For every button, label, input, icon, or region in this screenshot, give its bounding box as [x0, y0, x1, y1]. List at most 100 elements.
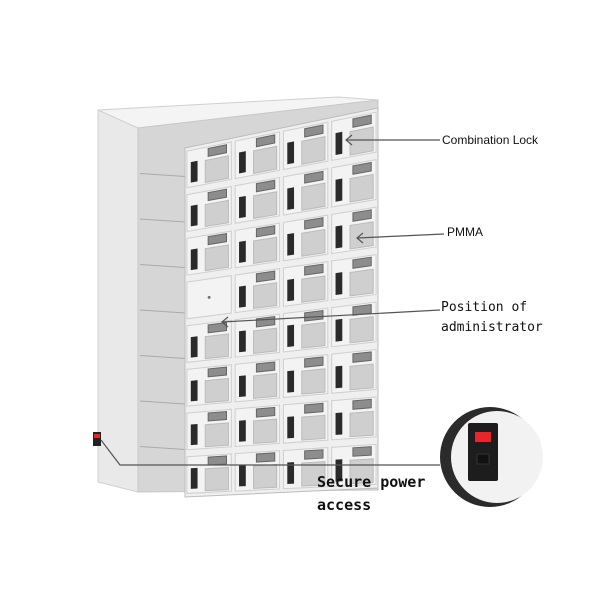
combination-lock-icon — [287, 233, 295, 256]
lock-display-icon — [255, 179, 276, 193]
combination-lock-icon — [287, 324, 295, 347]
cabinet-side-panel — [97, 109, 139, 493]
admin-keyhole-icon — [207, 295, 211, 299]
pmma-window — [253, 145, 278, 175]
lock-display-icon — [255, 225, 276, 238]
lock-display-icon — [255, 270, 276, 283]
combination-lock-icon — [190, 424, 198, 446]
pmma-window — [253, 282, 278, 309]
combination-lock-icon — [287, 462, 295, 485]
pmma-window — [301, 461, 326, 487]
combination-lock-icon — [239, 195, 246, 219]
shelf — [139, 446, 186, 450]
pmma-window — [204, 155, 229, 184]
lock-display-icon — [207, 188, 227, 202]
lock-display-icon — [352, 114, 372, 128]
lock-display-icon — [352, 398, 372, 410]
pmma-window — [301, 321, 326, 349]
pmma-window — [253, 191, 278, 219]
callout-combination-lock: Combination Lock — [442, 133, 539, 147]
combination-lock-icon — [239, 151, 246, 174]
lock-display-icon — [352, 161, 372, 175]
lock-display-icon — [304, 309, 324, 322]
lock-display-icon — [352, 209, 372, 222]
combination-lock-icon — [287, 278, 295, 302]
pmma-window — [204, 466, 229, 492]
combination-lock-icon — [190, 160, 198, 183]
pmma-window — [253, 418, 278, 444]
shelf — [139, 264, 186, 268]
pmma-window — [349, 173, 374, 203]
lock-display-icon — [207, 144, 227, 158]
callout-line-pmma — [356, 233, 445, 239]
combination-lock-icon — [239, 285, 246, 308]
pmma-window — [301, 275, 326, 303]
combination-lock-icon — [287, 187, 295, 210]
shelf — [139, 309, 186, 314]
shelf — [139, 218, 186, 223]
combination-lock-icon — [190, 380, 198, 402]
pmma-window — [204, 422, 229, 448]
lock-display-icon — [304, 124, 324, 138]
shelf — [139, 400, 186, 405]
switch-red-detail — [475, 432, 491, 442]
pmma-window — [301, 228, 326, 257]
lock-display-icon — [207, 233, 227, 246]
power-detail-magnifier — [440, 407, 543, 507]
combination-lock-icon — [190, 336, 198, 358]
pmma-window — [349, 268, 374, 297]
pmma-window — [253, 373, 278, 399]
callout-line-power — [100, 439, 440, 466]
combination-lock-icon — [287, 416, 295, 439]
combination-lock-icon — [190, 204, 198, 227]
callout-admin-line1: Position of — [441, 300, 528, 315]
callout-line-admin — [221, 309, 441, 323]
combination-lock-icon — [335, 272, 343, 295]
combination-lock-icon — [190, 467, 198, 489]
combination-lock-icon — [335, 318, 343, 342]
pmma-window — [349, 221, 374, 250]
lock-display-icon — [352, 256, 372, 269]
callout-power-line2: access — [317, 496, 372, 514]
power-switch-red — [94, 434, 100, 438]
lock-display-icon — [304, 449, 324, 460]
power-switch — [93, 432, 101, 446]
pmma-window — [301, 182, 326, 211]
lock-display-icon — [255, 361, 276, 373]
pmma-window — [204, 377, 229, 404]
pmma-window — [204, 333, 229, 360]
combination-lock-icon — [239, 420, 246, 442]
pmma-window — [204, 199, 229, 228]
lock-display-icon — [207, 366, 227, 378]
callout-pmma: PMMA — [447, 225, 483, 239]
cabinet-door — [184, 107, 379, 498]
combination-lock-icon — [335, 178, 343, 202]
lock-display-icon — [207, 410, 227, 422]
pmma-window — [301, 414, 326, 441]
lock-display-icon — [352, 351, 372, 363]
combination-lock-icon — [190, 248, 198, 271]
pmma-window — [253, 236, 278, 264]
arrow-head-icon — [221, 316, 229, 328]
lock-display-icon — [255, 134, 276, 148]
pmma-window — [253, 327, 278, 354]
lock-display-icon — [255, 406, 276, 418]
callout-power-line1: Secure power — [317, 473, 426, 491]
combination-lock-icon — [239, 240, 246, 263]
combination-lock-icon — [335, 365, 343, 389]
combination-lock-icon — [335, 412, 343, 435]
combination-lock-icon — [239, 465, 246, 487]
combination-lock-icon — [239, 375, 246, 398]
pmma-window — [301, 136, 326, 165]
combination-lock-icon — [239, 330, 246, 353]
pmma-window — [349, 410, 374, 438]
lock-display-icon — [207, 455, 227, 466]
pmma-window — [301, 368, 326, 395]
callout-admin-line2: administrator — [441, 320, 543, 335]
combination-lock-icon — [287, 141, 295, 165]
lock-display-icon — [255, 315, 276, 328]
lock-display-icon — [352, 446, 372, 457]
lock-display-icon — [304, 263, 324, 276]
